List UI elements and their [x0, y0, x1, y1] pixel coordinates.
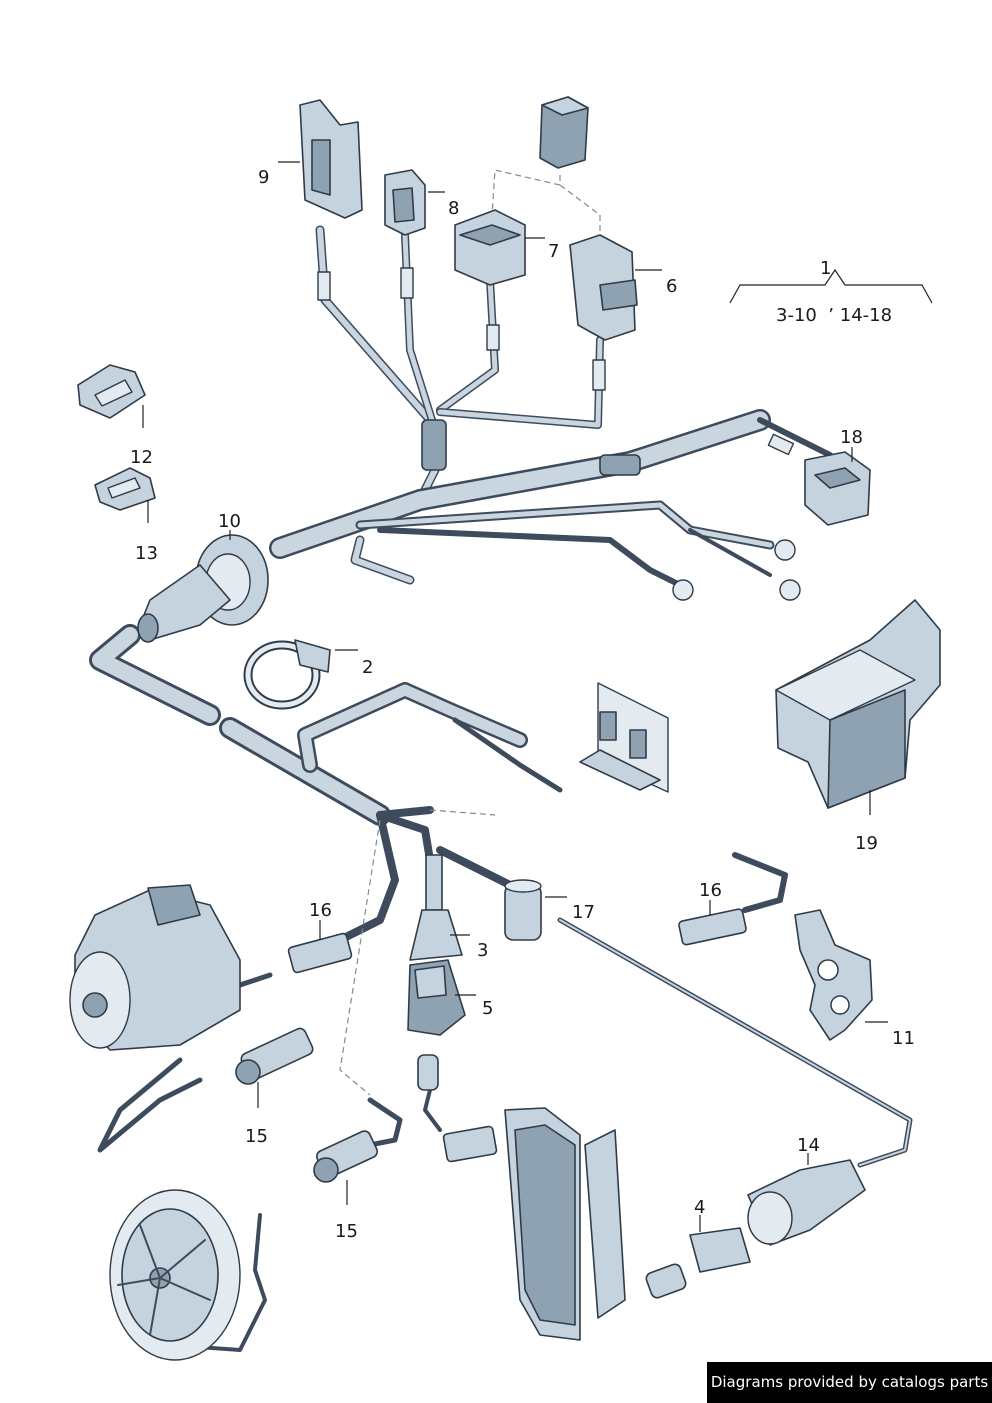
- footer-credit: Diagrams provided by catalogs parts: [707, 1362, 992, 1403]
- boot-3: [409, 854, 463, 961]
- radiator: [504, 1107, 626, 1341]
- callout-1: 1: [820, 258, 831, 279]
- cover-19: [775, 599, 941, 809]
- callout-8: 8: [448, 198, 459, 219]
- clip-13: [94, 467, 156, 511]
- grommet-10: [137, 534, 269, 643]
- callout-2: 2: [362, 657, 373, 678]
- leader-lines: [142, 161, 933, 1232]
- upper-harness: [269, 225, 833, 601]
- pressure-switch: [417, 1054, 498, 1163]
- callout-16-left: 16: [309, 900, 332, 921]
- connector-18: [767, 433, 871, 526]
- callout-4: 4: [694, 1197, 705, 1218]
- sensor-16-right: [678, 908, 747, 946]
- clip-12: [77, 364, 146, 419]
- callout-9: 9: [258, 167, 269, 188]
- temperature-switch: [645, 1263, 687, 1299]
- plug-17: [504, 879, 542, 941]
- callout-3: 3: [477, 940, 488, 961]
- ac-compressor: [69, 884, 241, 1051]
- callout-7: 7: [548, 241, 559, 262]
- connector-9: [299, 99, 363, 301]
- callout-1-range: 3-10 ’ 14-18: [776, 305, 892, 326]
- callout-13: 13: [135, 543, 158, 564]
- callout-17: 17: [572, 902, 595, 923]
- callout-16-right: 16: [699, 880, 722, 901]
- mounting-bracket: [579, 682, 669, 793]
- callout-10: 10: [218, 511, 241, 532]
- callout-19: 19: [855, 833, 878, 854]
- connector-8: [384, 169, 426, 299]
- relay-socket-7: [454, 209, 526, 351]
- lower-harness: [89, 624, 913, 1352]
- boot-14: [747, 1159, 866, 1246]
- bracket-11: [794, 909, 873, 1041]
- cooling-fan: [109, 1189, 241, 1361]
- callout-11: 11: [892, 1028, 915, 1049]
- callout-6: 6: [666, 276, 677, 297]
- cable-tie-2: [243, 639, 331, 710]
- callout-18: 18: [840, 427, 863, 448]
- relay: [539, 96, 589, 169]
- connector-4: [689, 1227, 751, 1273]
- callout-15-lower: 15: [335, 1221, 358, 1242]
- connector-5: [407, 959, 466, 1036]
- callout-15-upper: 15: [245, 1126, 268, 1147]
- relay-socket-6: [569, 234, 638, 391]
- callout-5: 5: [482, 998, 493, 1019]
- callout-14: 14: [797, 1135, 820, 1156]
- callout-12: 12: [130, 447, 153, 468]
- callout-labels: 9 8 7 6 1 3-10 ’ 14-18 18 12 13 10 2 19 …: [130, 167, 915, 1242]
- sensor-16-left: [287, 932, 353, 974]
- sensor-15-lower: [313, 1130, 379, 1183]
- sensor-15-upper: [235, 1027, 314, 1085]
